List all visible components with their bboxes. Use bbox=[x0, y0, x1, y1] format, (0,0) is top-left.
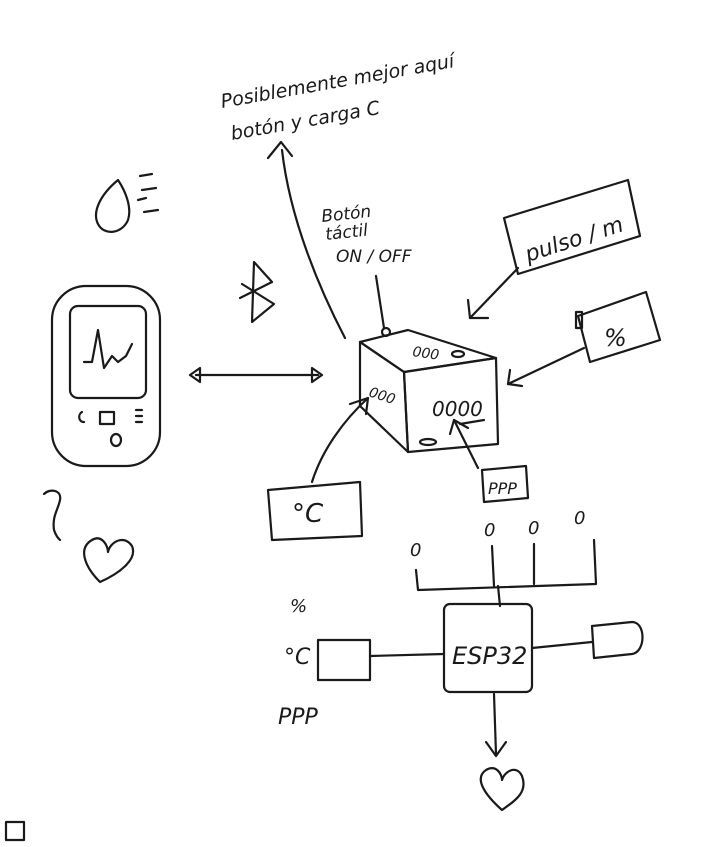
smartwatch-icon bbox=[50, 284, 162, 468]
pulse-box-label: pulso / m bbox=[521, 212, 626, 268]
temp-arrow bbox=[310, 396, 370, 484]
side-celsius-label: °C bbox=[284, 645, 311, 670]
temp-arrow-head bbox=[348, 396, 370, 416]
esp32-right-wire bbox=[530, 640, 594, 650]
note-arrow-head bbox=[266, 140, 294, 160]
heart-arrow-head bbox=[484, 740, 508, 758]
bluetooth-icon bbox=[238, 260, 276, 324]
humidity-arrow-head bbox=[506, 368, 524, 388]
esp32-label: ESP32 bbox=[452, 642, 527, 670]
tactile-button-line3: ON / OFF bbox=[336, 247, 412, 267]
battery-icon bbox=[590, 620, 644, 660]
bus-node-0: 0 bbox=[410, 540, 421, 561]
note-arrow bbox=[280, 148, 347, 340]
checkbox-mark bbox=[4, 820, 26, 842]
bus-node-3: 0 bbox=[574, 508, 585, 529]
pulse-arrow-head bbox=[466, 298, 490, 320]
humidity-arrow bbox=[506, 346, 586, 386]
side-ppp-label: PPP bbox=[278, 705, 319, 730]
pulse-box: pulso / m bbox=[502, 178, 642, 276]
bluetooth-link-arrow bbox=[188, 366, 324, 384]
ecg-waveform-icon bbox=[82, 328, 134, 370]
temperature-box: °C bbox=[266, 480, 364, 542]
device-side-digits: 000 bbox=[367, 385, 397, 409]
humidity-box: % bbox=[574, 290, 662, 364]
top-note: Posiblemente mejor aquí botón y carga C bbox=[219, 50, 459, 145]
wave-icon bbox=[42, 489, 62, 542]
ppp-arrow-head bbox=[448, 418, 470, 436]
bus-node-2: 0 bbox=[528, 518, 539, 539]
device-front-digits: 0000 bbox=[432, 397, 483, 421]
heart-icon bbox=[83, 537, 135, 584]
tactile-button-pointer bbox=[374, 274, 386, 330]
heart-icon-bottom bbox=[479, 767, 525, 812]
device-top-digits: 000 bbox=[411, 344, 440, 364]
ppp-box-label: PPP bbox=[488, 479, 517, 498]
ppp-arrow-tail bbox=[458, 418, 486, 426]
sensor-bus: 0 0 0 0 bbox=[410, 508, 598, 608]
pulse-arrow bbox=[468, 266, 520, 320]
heart-arrow bbox=[492, 692, 498, 756]
esp32-controller: ESP32 bbox=[442, 602, 534, 694]
esp32-left-wire bbox=[368, 652, 446, 658]
tactile-button-note: Botón táctil ON / OFF bbox=[320, 202, 411, 267]
droplet-icon bbox=[94, 172, 160, 233]
ppp-box: PPP bbox=[480, 464, 530, 504]
temperature-box-label: °C bbox=[292, 499, 324, 529]
humidity-box-label: % bbox=[604, 324, 627, 352]
device-cube: 000 0000 000 bbox=[358, 328, 500, 454]
tactile-button-line2: táctil bbox=[324, 221, 369, 245]
bus-node-1: 0 bbox=[484, 520, 495, 541]
side-percent-label: % bbox=[290, 596, 307, 617]
ppp-arrow bbox=[452, 418, 480, 470]
sensor-block bbox=[316, 638, 372, 682]
